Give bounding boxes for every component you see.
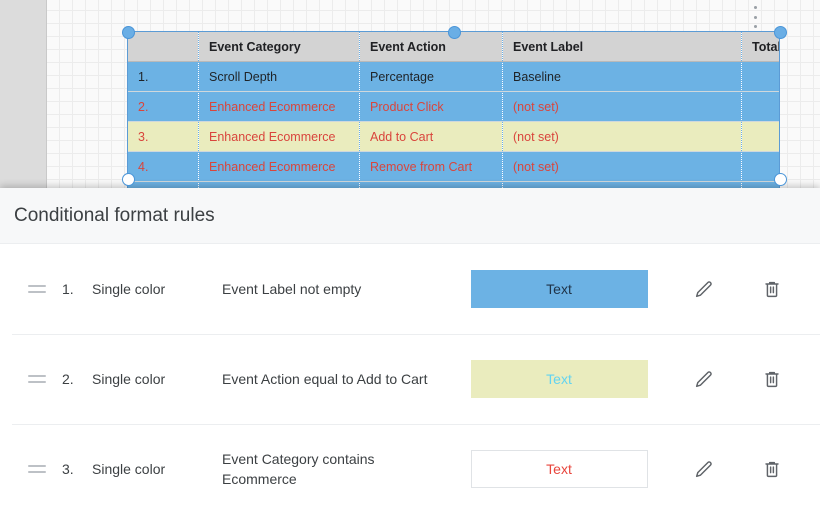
cell-event-action: Product Click [359, 91, 503, 122]
cell-event-label: (not set) [502, 121, 742, 152]
cell-index: 2. [128, 91, 199, 122]
cell-event-action: Add to Cart [359, 121, 503, 152]
conditional-format-rules-panel: Conditional format rules 1. Single color… [0, 188, 820, 524]
cell-total-events: 1,0 [741, 181, 779, 188]
selection-handle-top-right[interactable] [774, 26, 787, 39]
column-header-event-action[interactable]: Event Action [359, 32, 503, 62]
column-header-event-label[interactable]: Event Label [502, 32, 742, 62]
rule-preview: Text [444, 270, 674, 308]
cell-index: 5. [128, 181, 199, 188]
report-table[interactable]: Event Category Event Action Event Label … [127, 31, 780, 189]
rule-actions [674, 277, 806, 301]
trash-icon[interactable] [760, 277, 784, 301]
cell-event-label: (not set) [502, 151, 742, 182]
rule-row[interactable]: 1. Single color Event Label not empty Te… [0, 244, 820, 334]
column-header-event-category[interactable]: Event Category [198, 32, 360, 62]
rule-number: 3. [62, 461, 74, 477]
trash-icon[interactable] [760, 457, 784, 481]
rule-condition: Event Label not empty [222, 281, 362, 297]
cell-total-events: 6,385 [741, 121, 779, 152]
cell-total-events: 9,113 [741, 91, 779, 122]
rule-row[interactable]: 2. Single color Event Action equal to Ad… [0, 334, 820, 424]
cell-event-action: Percentage [359, 61, 503, 92]
cell-event-action: Quickview Click [359, 181, 503, 188]
cell-total-events: 120,814 [741, 61, 779, 92]
rule-type: Single color [92, 371, 166, 387]
table-row[interactable]: 5. Enhanced Ecommerce Quickview Click An… [128, 181, 779, 188]
rule-row[interactable]: 3. Single color Event Category contains … [0, 424, 820, 514]
cell-event-label: (not set) [502, 91, 742, 122]
report-canvas: Event Category Event Action Event Label … [0, 0, 820, 190]
cell-event-category: Enhanced Ecommerce [198, 91, 360, 122]
pencil-icon[interactable] [692, 367, 716, 391]
cell-index: 1. [128, 61, 199, 92]
rule-number: 2. [62, 371, 74, 387]
cell-event-category: Enhanced Ecommerce [198, 121, 360, 152]
selection-handle-top-middle[interactable] [448, 26, 461, 39]
color-swatch[interactable]: Text [470, 450, 648, 488]
table-row[interactable]: 4. Enhanced Ecommerce Remove from Cart (… [128, 151, 779, 182]
left-rail [0, 0, 47, 190]
more-vert-icon[interactable] [748, 6, 762, 28]
panel-header: Conditional format rules [0, 188, 820, 244]
cell-event-category: Scroll Depth [198, 61, 360, 92]
table-row[interactable]: 2. Enhanced Ecommerce Product Click (not… [128, 91, 779, 122]
rule-type: Single color [92, 461, 166, 477]
rule-preview: Text [444, 450, 674, 488]
cell-event-action: Remove from Cart [359, 151, 503, 182]
table-row[interactable]: 3. Enhanced Ecommerce Add to Cart (not s… [128, 121, 779, 152]
cell-event-label: Baseline [502, 61, 742, 92]
table-header-row: Event Category Event Action Event Label … [128, 32, 780, 62]
rule-condition: Event Action equal to Add to Cart [222, 371, 428, 387]
drag-handle-icon[interactable] [28, 465, 50, 473]
column-header-index[interactable] [128, 32, 199, 62]
rule-number: 1. [62, 281, 74, 297]
rule-condition: Event Category contains Ecommerce [222, 451, 375, 487]
rule-actions [674, 457, 806, 481]
pencil-icon[interactable] [692, 277, 716, 301]
page-title: Conditional format rules [14, 204, 215, 226]
color-swatch[interactable]: Text [470, 360, 648, 398]
selection-handle-bottom-right[interactable] [774, 173, 787, 186]
rule-preview: Text [444, 360, 674, 398]
cell-event-category: Enhanced Ecommerce [198, 151, 360, 182]
table-row[interactable]: 1. Scroll Depth Percentage Baseline 120,… [128, 61, 779, 92]
drag-handle-icon[interactable] [28, 375, 50, 383]
column-header-total-events-label: Total Events [752, 39, 780, 54]
rule-actions [674, 367, 806, 391]
drag-handle-icon[interactable] [28, 285, 50, 293]
color-swatch[interactable]: Text [470, 270, 648, 308]
trash-icon[interactable] [760, 367, 784, 391]
cell-total-events: 1,866 [741, 151, 779, 182]
rule-type: Single color [92, 281, 166, 297]
cell-index: 3. [128, 121, 199, 152]
pencil-icon[interactable] [692, 457, 716, 481]
selection-handle-bottom-left[interactable] [122, 173, 135, 186]
column-header-total-events[interactable]: Total Events▼ [741, 32, 780, 62]
cell-event-label: Android Tapa Hoodie Black [502, 181, 742, 188]
cell-index: 4. [128, 151, 199, 182]
cell-event-category: Enhanced Ecommerce [198, 181, 360, 188]
rules-list: 1. Single color Event Label not empty Te… [0, 244, 820, 514]
selection-handle-top-left[interactable] [122, 26, 135, 39]
